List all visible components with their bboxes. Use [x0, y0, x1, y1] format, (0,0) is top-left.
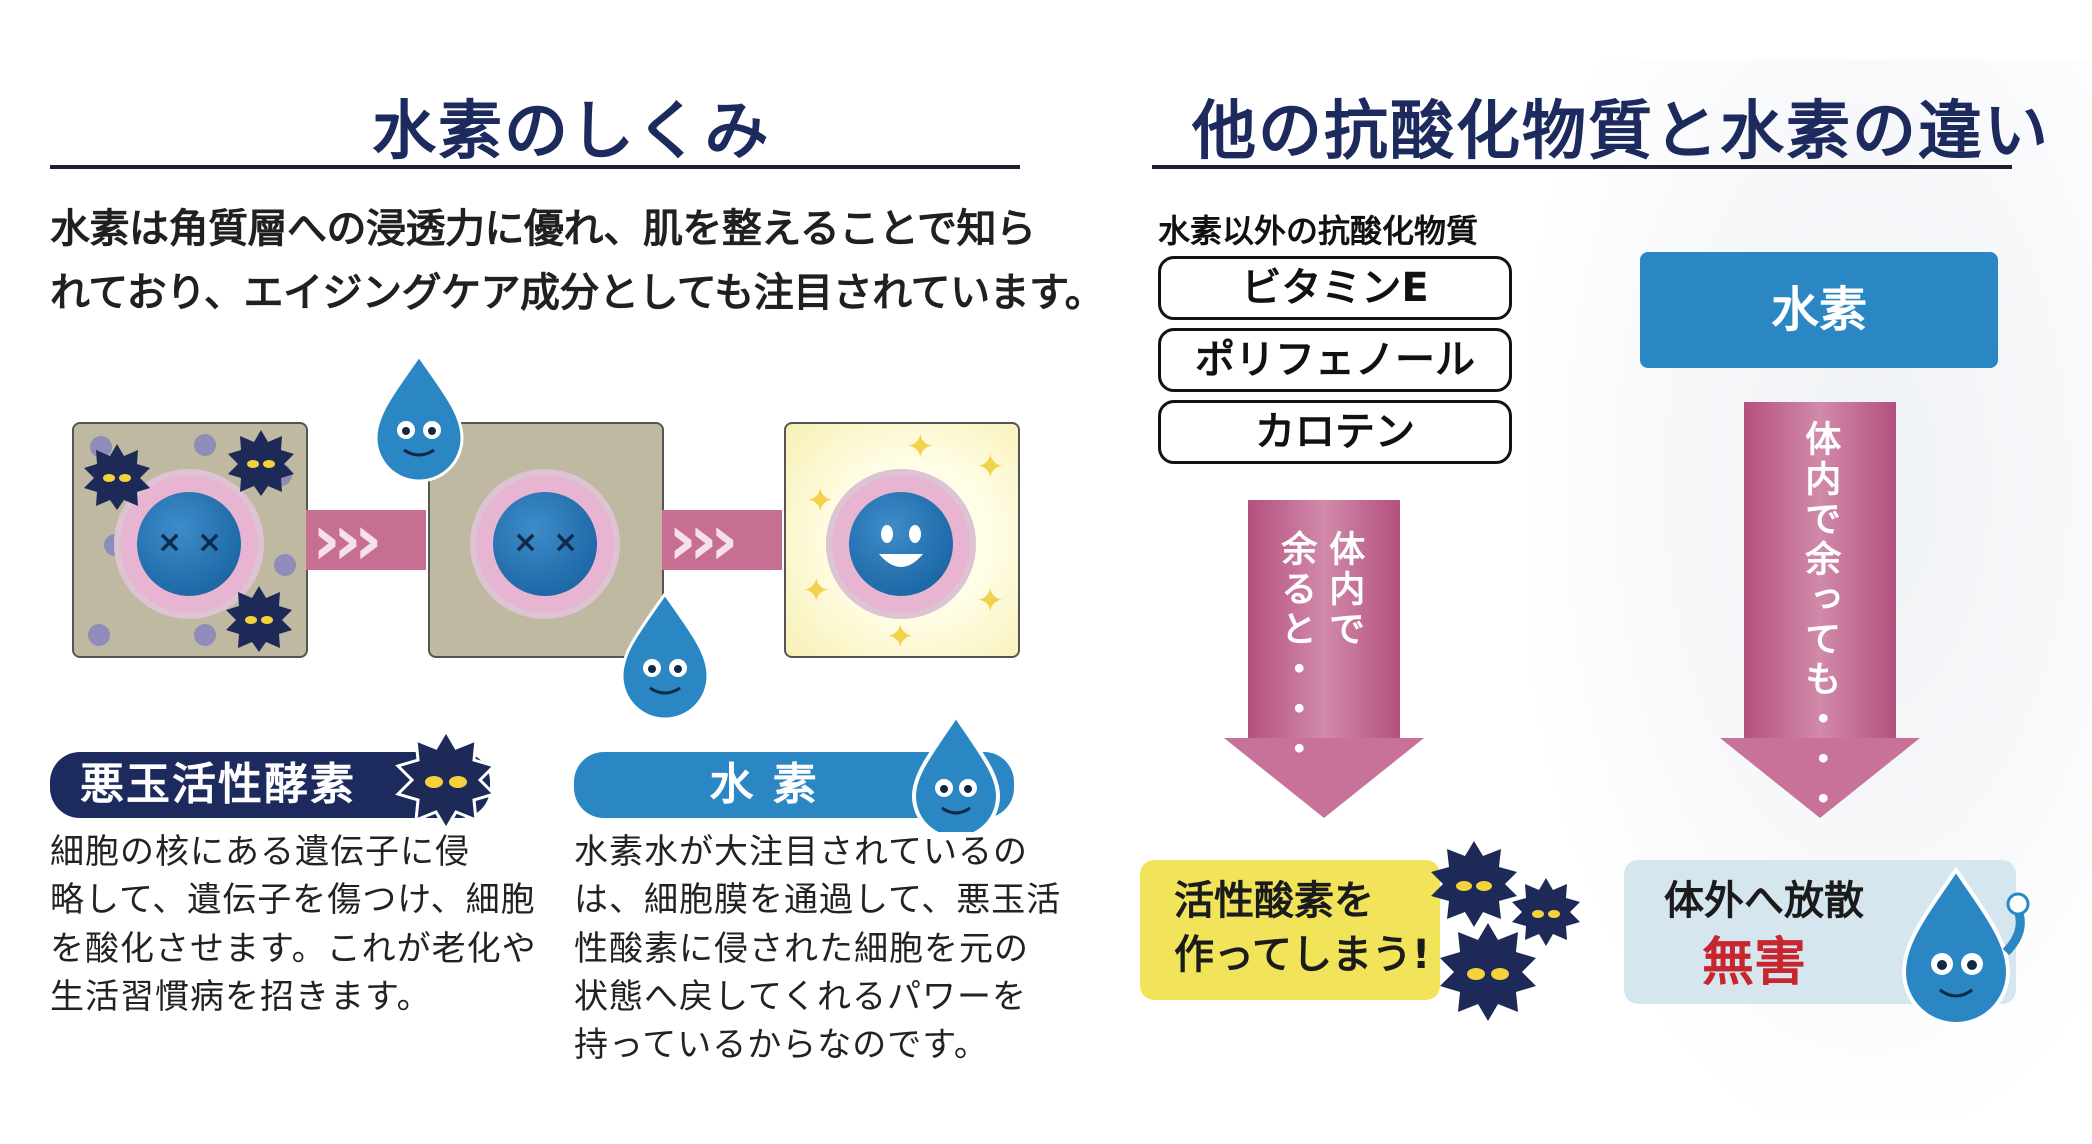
sparkle-icon: ✦: [976, 447, 1005, 487]
sparkle-icon: ✦: [886, 617, 915, 657]
sparkle-icon: ✦: [802, 571, 831, 611]
arrow-label-hydrogen: 体内で余っても・・・: [1799, 420, 1841, 820]
arrow-head: [1720, 738, 1920, 818]
sparkle-icon: ✦: [806, 481, 835, 521]
panel-damaged-cell: × ×: [72, 422, 308, 658]
antioxidant-item: ポリフェノール: [1158, 328, 1512, 392]
right-heading-rule: [1152, 165, 2012, 169]
virus-icon: [395, 728, 497, 832]
bad-oxygen-label-text: 悪玉活性酵素: [80, 759, 356, 810]
arrow-label-col1: 体内で: [1323, 530, 1365, 650]
damaged-cell-face: × ×: [493, 492, 597, 596]
left-intro-line1: 水素は角質層への浸透力に優れ、肌を整えることで知ら: [50, 206, 1036, 252]
left-heading: 水素のしくみ: [372, 95, 771, 169]
hydrogen-droplet-icon: [620, 591, 710, 720]
virus-icon: [1431, 841, 1517, 927]
left-intro-line2: れており、エイジングケア成分としても注目されています。: [50, 270, 1105, 316]
result-creates-oxygen: 活性酸素を 作ってしまう!: [1140, 860, 1440, 1000]
hydrogen-droplet-icon: [911, 712, 1001, 832]
arrow-excess-still-ok: [1744, 402, 1896, 738]
hydrogen-box: 水素: [1640, 252, 1998, 368]
antioxidant-item: ビタミンE: [1158, 256, 1512, 320]
arrow-head: [1224, 738, 1424, 818]
panel-hydrogen-acting: × ×: [428, 422, 664, 658]
virus-icon: [1512, 878, 1580, 946]
antioxidant-item: カロテン: [1158, 400, 1512, 464]
hydrogen-label-text: 水 素: [709, 759, 819, 810]
virus-icon: [1440, 923, 1536, 1021]
panel-healthy-cell: ✦ ✦ ✦ ✦ ✦ ✦: [784, 422, 1020, 658]
virus-icon: [228, 430, 294, 496]
right-heading: 他の抗酸化物質と水素の違い: [1192, 95, 2050, 169]
sparkle-icon: ✦: [976, 581, 1005, 621]
healthy-cell-face: [849, 492, 953, 596]
left-heading-rule: [50, 165, 1020, 169]
hydrogen-droplet-icon: [374, 353, 464, 482]
other-antioxidants-caption: 水素以外の抗酸化物質: [1158, 212, 1479, 250]
sparkle-icon: ✦: [906, 427, 935, 467]
progress-chevrons: ›››: [662, 505, 782, 575]
hydrogen-description: 水素水が大注目されているの は、細胞膜を通過して、悪玉活 性酸素に侵された細胞を…: [574, 832, 1062, 1066]
damaged-cell-face: × ×: [137, 492, 241, 596]
virus-icon: [226, 586, 292, 652]
arrow-label-col2: 余ると・・・: [1275, 530, 1317, 770]
virus-icon: [84, 444, 150, 510]
hydrogen-droplet-icon: [1901, 866, 2030, 1026]
bad-oxygen-description: 細胞の核にある遺伝子に侵 略して、遺伝子を傷つけ、細胞 を酸化させます。これが老…: [50, 832, 537, 1017]
progress-chevrons: ›››: [306, 505, 426, 575]
arrow-excess-in-body: [1248, 500, 1400, 738]
